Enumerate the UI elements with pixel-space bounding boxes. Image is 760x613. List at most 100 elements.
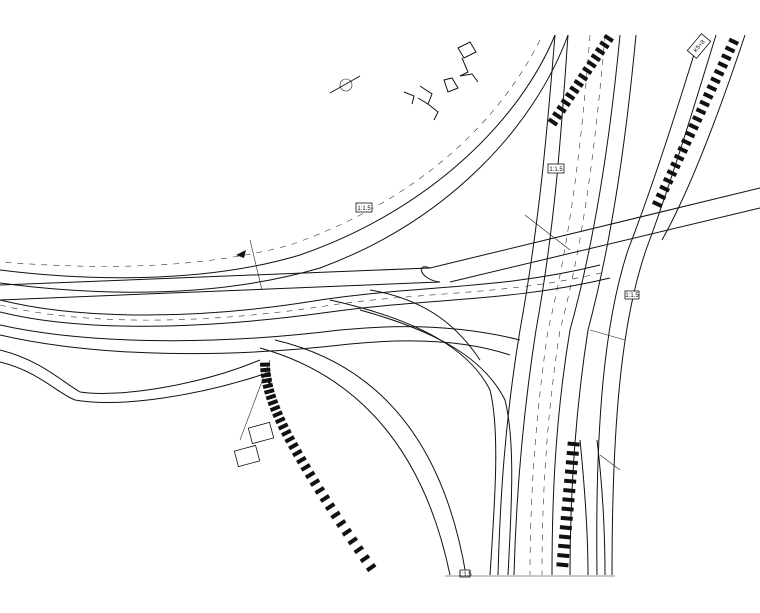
slope-hatch-mark — [260, 367, 271, 373]
slope-hatch-mark — [269, 404, 281, 413]
slope-hatch-mark — [547, 117, 559, 127]
slope-hatch-mark — [565, 460, 579, 466]
slope-hatch-mark — [560, 515, 573, 521]
slope-hatch-mark — [562, 497, 575, 503]
slope-hatch-mark — [662, 176, 674, 185]
slope-hatch-mark — [577, 72, 589, 82]
slope-hatch-mark — [277, 422, 289, 431]
slope-hatch-mark — [365, 563, 377, 573]
slope-hatch-mark — [300, 463, 312, 472]
slope-hatch-mark — [567, 441, 580, 447]
ramp-left-bundle — [0, 264, 611, 403]
ramp-right-lower — [579, 439, 606, 576]
slope-hatch-mark — [267, 399, 279, 407]
slope-hatch-mark — [324, 502, 336, 512]
slope-hatch-mark — [359, 554, 371, 564]
junction-sketch — [403, 41, 479, 121]
slope-hatch-mark — [560, 98, 572, 108]
label-slope-2-text: 1:1.5 — [357, 206, 371, 212]
slope-hatch-mark — [569, 85, 580, 95]
slope-hatch-mark — [330, 510, 341, 520]
label-slope-3-text: 1:1.5 — [625, 293, 639, 299]
slope-hatch-upper — [547, 34, 614, 127]
slope-hatch-mark — [713, 68, 725, 77]
slope-hatch-mark — [564, 91, 576, 101]
leader-lines — [239, 214, 626, 471]
slope-hatch-mark — [573, 79, 584, 88]
label-slope-1: 1:1.5 — [547, 163, 565, 174]
slope-hatch-mark — [563, 487, 576, 494]
slope-hatch-mark — [699, 99, 710, 108]
slope-hatch-mark — [651, 200, 663, 208]
slope-hatch-mark — [281, 428, 292, 437]
label-slope-1-text: 1:1.5 — [549, 167, 563, 173]
overpass-road — [0, 187, 760, 301]
label-k58: K5+8 — [686, 33, 712, 59]
slope-hatch-mark — [564, 478, 577, 484]
slope-hatch-mark — [721, 53, 732, 62]
slope-hatch-mark — [590, 53, 602, 63]
slope-hatch-mark — [677, 145, 689, 154]
sign-panel-2 — [233, 444, 261, 468]
slope-hatch-mark — [666, 169, 678, 178]
slope-hatch-mark — [314, 486, 326, 495]
slope-hatch-mark — [556, 562, 569, 568]
slope-hatch-mark — [695, 107, 707, 116]
slope-hatch-mark — [594, 46, 606, 56]
slope-hatch-mark — [319, 494, 331, 503]
slope-hatch-mark — [559, 525, 573, 531]
slope-hatch-mark — [702, 91, 714, 100]
label-slope-3: 1:1.5 — [624, 290, 640, 300]
main-road-ns — [497, 34, 746, 576]
slope-hatch-mark — [681, 138, 692, 147]
slope-hatch-mark — [670, 161, 681, 170]
ramp-loop-upper — [0, 34, 569, 293]
slope-hatch-mark — [724, 45, 736, 54]
slope-hatch-mark — [564, 469, 578, 475]
label-slope-2: 1:1.5 — [355, 202, 373, 213]
ramp-loop-lower — [259, 289, 513, 576]
slope-hatch-lower — [260, 362, 377, 573]
slope-hatch-mark — [556, 104, 567, 114]
slope-hatch-mark — [288, 441, 299, 451]
small-marker-icon — [236, 250, 272, 385]
slope-hatch-mark — [586, 59, 597, 69]
slope-hatch-mark — [728, 37, 740, 46]
slope-hatch-mark — [347, 536, 359, 546]
north-arrow-icon — [329, 75, 361, 94]
slope-hatch-mark — [262, 382, 274, 390]
slope-hatch-mark — [309, 478, 321, 487]
slope-hatch-mark — [274, 416, 286, 425]
slope-hatch-mark — [659, 184, 670, 193]
slope-hatch-bottom — [556, 441, 580, 568]
slope-hatch-mark — [561, 506, 574, 512]
slope-hatch-mark — [341, 527, 353, 537]
slope-hatch-mark — [284, 435, 296, 444]
slope-hatch-mark — [688, 122, 700, 131]
slope-hatch-mark — [655, 192, 667, 201]
slope-hatch-mark — [265, 393, 277, 401]
slope-hatch-mark — [558, 534, 572, 540]
sign-panel-1 — [247, 421, 275, 445]
slope-hatch-mark — [599, 40, 610, 50]
label-corner: 1:1.5 — [458, 569, 472, 578]
label-corner-text: 1:1.5 — [458, 572, 472, 578]
slope-hatch-mark — [263, 388, 275, 395]
slope-hatch-mark — [710, 76, 721, 85]
slope-hatch-mark — [353, 545, 365, 555]
slope-hatch-mark — [603, 34, 614, 43]
slope-hatch-mark — [566, 450, 579, 456]
slope-hatch-mark — [335, 519, 347, 528]
slope-hatch-mark — [717, 60, 729, 69]
slope-hatch-mark — [581, 66, 593, 76]
slope-hatch-mark — [551, 111, 563, 121]
slope-hatch-right — [651, 37, 740, 208]
slope-hatch-mark — [272, 410, 283, 419]
slope-hatch-mark — [673, 153, 685, 162]
slope-hatch-mark — [691, 115, 703, 123]
slope-hatch-mark — [291, 448, 303, 458]
slope-hatch-mark — [296, 455, 307, 465]
slope-hatch-mark — [558, 543, 571, 549]
